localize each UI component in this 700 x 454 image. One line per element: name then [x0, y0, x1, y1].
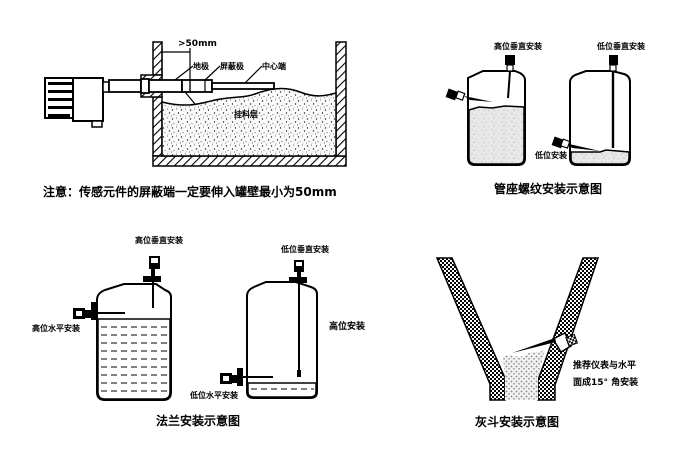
- pipe-low-mount-label: 低位安装: [534, 150, 567, 160]
- shield-electrode-label: 屏蔽极: [220, 61, 244, 71]
- ground-electrode: [148, 79, 183, 93]
- liquid-dashes: [101, 326, 168, 392]
- center-electrode-label: 中心端: [262, 61, 286, 71]
- hopper-panel: 推荐仪表与水平 面成15° 角安装 灰斗安装示意图: [435, 257, 639, 429]
- probe-shaft: [108, 79, 142, 93]
- tank-wall-left-upper: [152, 41, 163, 76]
- low-tank-material: [570, 149, 630, 165]
- hopper-left-wall: [435, 257, 506, 401]
- sensor-housing: [72, 77, 104, 122]
- flange-low-tank-outline: [246, 281, 318, 399]
- pipe-low-vertical-label: 低位垂直安装: [596, 41, 645, 51]
- hopper-material: [503, 350, 545, 400]
- flange-low-vertical-label: 低位垂直安装: [280, 244, 329, 254]
- pipe-high-vertical-label: 高位垂直安装: [494, 41, 542, 51]
- wall-mount-note: 注意：传感元件的屏蔽端一定要伸入罐壁最小为50mm: [43, 184, 337, 199]
- flange-high-horizontal-label: 高位水平安装: [32, 323, 80, 333]
- center-electrode: [211, 82, 275, 90]
- housing-foot: [91, 120, 103, 128]
- flange-low-tank-liquid: [247, 382, 317, 398]
- tank-wall-bottom: [152, 155, 347, 167]
- low-vertical-sensor-head: [609, 55, 618, 65]
- high-vertical-sensor-head: [505, 55, 515, 65]
- material-layer-label: 挂料层: [234, 109, 258, 119]
- high-angled-sensor: [445, 88, 493, 102]
- flange-high-vertical-flange: [143, 276, 161, 282]
- flange-low-vertical-flange: [289, 277, 307, 283]
- ground-electrode-label: 地极: [193, 61, 209, 71]
- probe-nut: [140, 78, 150, 94]
- housing-neck: [102, 81, 110, 93]
- tank-wall-right: [335, 41, 347, 157]
- low-angled-sensor: [551, 136, 600, 151]
- pipe-thread-caption: 管座螺纹安装示意图: [494, 181, 602, 196]
- low-tank-outline: [569, 70, 631, 166]
- hopper-recommend-line2: 面成15° 角安装: [573, 376, 639, 388]
- flange-low-horizontal-label: 低位水平安装: [189, 390, 238, 400]
- shield-electrode: [181, 79, 213, 93]
- pipe-thread-panel: 高位垂直安装 低位垂直安装 低位安装 管座螺纹安装示意图: [445, 41, 645, 196]
- hopper-recommend-line1: 推荐仪表与水平: [573, 359, 636, 371]
- flange-caption: 法兰安装示意图: [156, 413, 240, 428]
- flange-high-mount-label: 高位安装: [329, 320, 366, 332]
- flange-panel: 高位垂直安装 高位水平安装 低位垂直安装 高位安装 低位水平安装 法兰安装示意图: [32, 235, 366, 428]
- flange-high-vertical-label: 高位垂直安装: [135, 235, 183, 245]
- tank-wall-left-lower: [152, 96, 163, 157]
- hopper-caption: 灰斗安装示意图: [475, 414, 559, 429]
- hopper-sensor: [512, 331, 579, 354]
- cap-ribs: [48, 82, 72, 117]
- wall-mount-panel: >50mm 地极 屏蔽极 中心端 挂料层 注意：传感元件的屏蔽端一定要伸入罐壁最…: [43, 39, 347, 199]
- dimension-label: >50mm: [178, 39, 217, 49]
- high-vertical-probe: [507, 70, 511, 99]
- material-fill: [161, 87, 337, 157]
- high-tank-material: [468, 105, 525, 165]
